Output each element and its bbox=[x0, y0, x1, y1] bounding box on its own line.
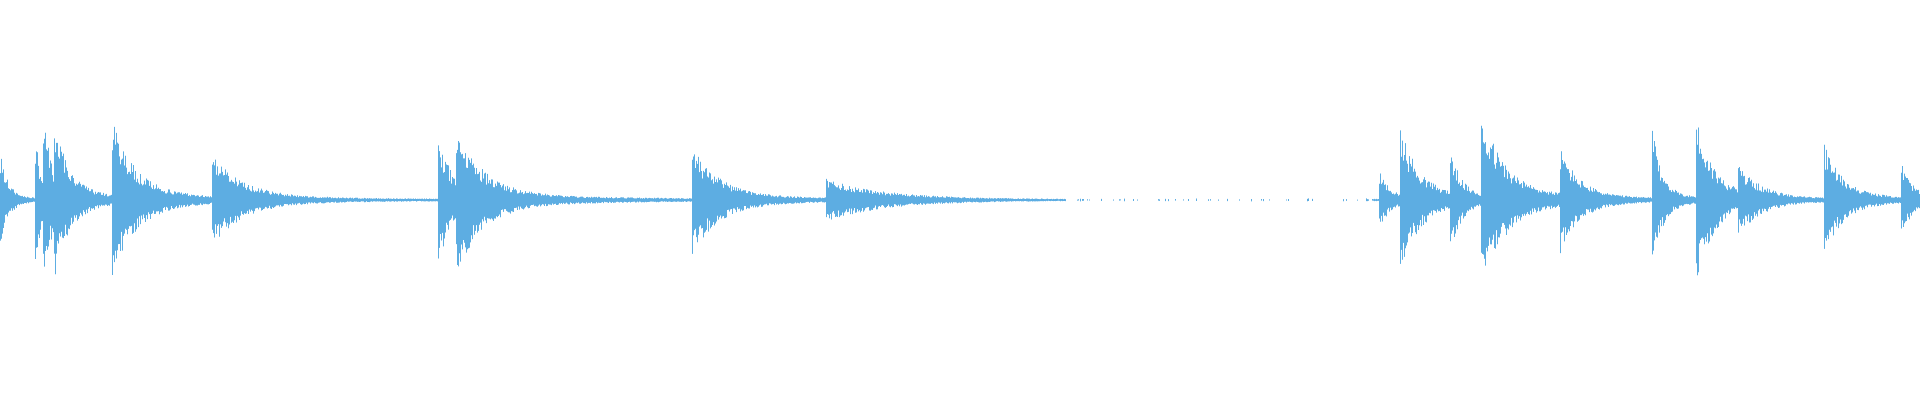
waveform-bars bbox=[0, 125, 1920, 276]
